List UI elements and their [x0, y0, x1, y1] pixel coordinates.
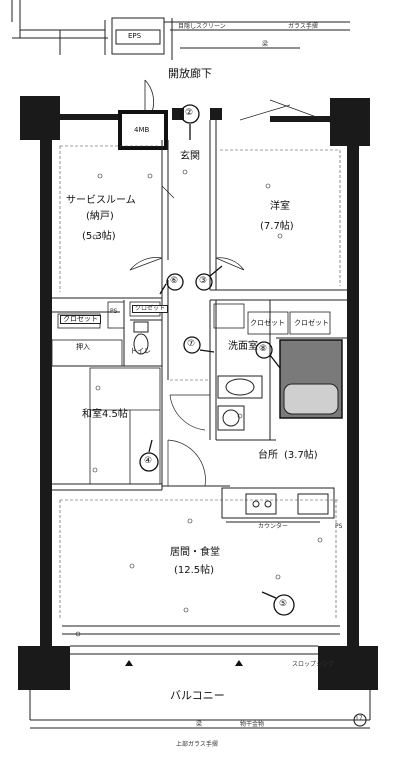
marker-6: ⑥	[170, 276, 179, 286]
kitchen-size: (3.7帖)	[284, 450, 318, 461]
service-room-size: (5.3帖)	[82, 231, 116, 242]
marker-2: ②	[185, 108, 194, 118]
marker-4: ④	[144, 456, 153, 466]
living-room-size: (12.5帖)	[174, 565, 215, 576]
service-room-sub: (納戸)	[86, 211, 114, 222]
closet-left-label: クロゼット	[60, 315, 101, 324]
kitchen-name: 台所	[258, 450, 278, 461]
entrance-name: 玄関	[180, 151, 200, 162]
bottom-note-beam: 梁	[196, 721, 203, 728]
corridor-label: 開放廊下	[168, 67, 212, 80]
bottom-note-slop-sink: スロップシンク	[292, 661, 335, 668]
toilet-label: トイレ	[130, 347, 151, 355]
marker-7: ⑦	[187, 339, 196, 349]
marker-5: ⑤	[279, 599, 288, 609]
oshiire-label: 押入	[76, 343, 90, 351]
top-note-under: 梁	[262, 41, 269, 48]
top-note-left: 目隠しスクリーン	[178, 23, 226, 30]
washroom-name: 洗面室	[228, 341, 258, 352]
meter-box-label: 4MB	[134, 126, 150, 134]
bottom-note-glass-rail: 上部ガラス手摺	[176, 741, 218, 748]
western-room-name: 洋室	[270, 201, 290, 212]
eps-label: EPS	[128, 32, 142, 40]
closet-top-label: クロゼット	[132, 305, 169, 313]
closet-right-b-label: クロゼット	[294, 319, 329, 327]
living-room-name: 居間・食堂	[170, 547, 220, 558]
bottom-note-hanger: 物干金物	[240, 721, 265, 728]
japanese-room-name: 和室4.5帖	[82, 409, 128, 420]
balcony-label: バルコニー	[170, 689, 225, 702]
ps-tag-1: PS	[110, 308, 118, 315]
service-room-name: サービスルーム	[66, 195, 136, 206]
ps-tag-2: PS	[335, 523, 343, 530]
marker-8: ⑧	[259, 344, 268, 354]
marker-3: ③	[199, 276, 208, 286]
closet-right-a-label: クロゼット	[250, 319, 285, 327]
counter-label: カウンター	[258, 523, 289, 530]
western-room-size: (7.7帖)	[260, 221, 294, 232]
page-number: 17	[355, 715, 363, 722]
top-note-right: ガラス手摺	[288, 23, 318, 30]
